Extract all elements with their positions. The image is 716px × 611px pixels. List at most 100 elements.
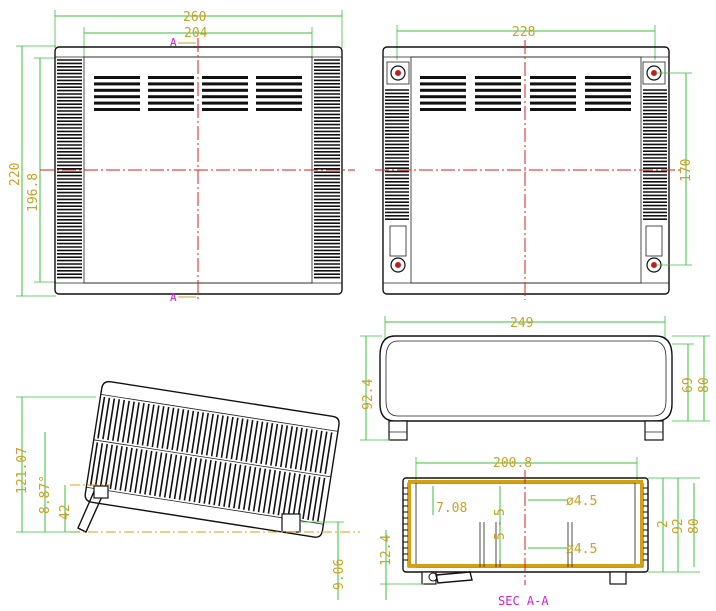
vent-slot [94,76,140,79]
side-fin [218,462,227,507]
side-fin [270,423,279,466]
side-fin [262,469,272,514]
side-fin [299,428,308,471]
side-fin [109,445,118,490]
side-fin [131,402,140,444]
side-fin [223,463,232,507]
vent-slot [256,95,302,99]
section-mark-top: A [170,36,177,49]
side-fin [158,453,168,497]
side-fin [171,408,180,451]
dim-front-width-inner: 204 [184,26,208,41]
side-fin [166,407,175,450]
side-fin [279,425,289,468]
side-fin [89,442,99,487]
side-fin [247,466,257,511]
side-fin [240,419,249,461]
dim-section-wall: 7.08 [436,501,467,516]
vent-slot [530,82,576,86]
vent-slot [202,88,248,92]
side-fin [94,443,104,487]
vent-slot [256,108,302,111]
side-fin [99,443,109,488]
side-fin [163,453,173,498]
section-title: SEC A-A [498,594,549,608]
dim-front-height-overall: 220 [8,163,23,186]
vent-slot [530,101,576,105]
side-fin [173,455,183,500]
side-fin [112,399,121,441]
vent-slot [530,88,576,92]
side-fin [307,476,316,520]
side-fin [121,400,130,443]
vent-slot [94,108,140,111]
side-fin [250,420,259,463]
vent-slot [148,101,194,105]
side-fin [304,429,313,471]
side-fin [129,448,138,493]
side-fin [188,457,197,502]
side-fin [225,416,234,459]
side-fin [289,426,298,469]
vent-slot [530,76,576,79]
side-fin [275,424,284,467]
side-fin [233,464,242,509]
vent-slot [148,76,194,79]
side-fin [312,476,321,521]
dim-back-width: 228 [512,25,535,40]
side-fin [156,406,165,448]
dim-top-height-right-a: 69 [681,377,696,393]
side-fin [102,397,111,440]
vent-slot [475,76,521,79]
side-fin [193,458,202,503]
vent-slot [475,82,521,86]
vent-slot [585,76,631,79]
side-fin [168,454,178,499]
side-fin [302,475,311,520]
side-fin [200,413,209,455]
side-fin [104,444,113,489]
side-fin [242,466,252,510]
dim-section-slot-lower: 5 [493,532,508,540]
vent-slot [202,76,248,79]
side-fin [267,470,277,514]
side-fin [198,459,207,503]
side-fin [235,418,244,461]
vent-slot [420,101,466,105]
side-fin [114,446,123,490]
vent-slot [420,95,466,99]
side-fin [287,473,296,517]
side-fin [126,401,135,444]
side-fin [178,456,188,500]
side-fin [215,415,224,458]
side-fin [151,405,160,448]
vent-slot [94,82,140,86]
vent-slot [256,88,302,92]
side-fin [149,451,158,496]
section-view: 200.8 7.08 5 5 ø4.5 ø4.5 [379,456,702,608]
vent-slot [148,108,194,111]
vent-slot [585,108,631,111]
side-fin [257,468,267,513]
side-fin [191,411,200,454]
vent-slot [475,88,521,92]
side-fin [107,398,116,441]
dim-section-width: 200.8 [493,456,532,471]
side-fin [146,404,155,447]
vent-slot [202,95,248,99]
side-fin [255,421,264,464]
vent-slot [148,88,194,92]
dim-side-tilt-angle: 8.87° [38,475,53,514]
side-fin [116,399,126,442]
side-fin [237,465,247,510]
side-fin [203,460,212,504]
side-fin [213,461,222,506]
dim-side-height: 121.07 [15,447,30,494]
dim-section-hole-lower: ø4.5 [566,542,597,557]
dim-top-length: 249 [510,316,533,331]
vent-slot [585,82,631,86]
back-view: 228 170 [375,25,694,300]
vent-slot [202,108,248,111]
section-mark-bottom: A [170,291,177,304]
vent-slot [256,82,302,86]
